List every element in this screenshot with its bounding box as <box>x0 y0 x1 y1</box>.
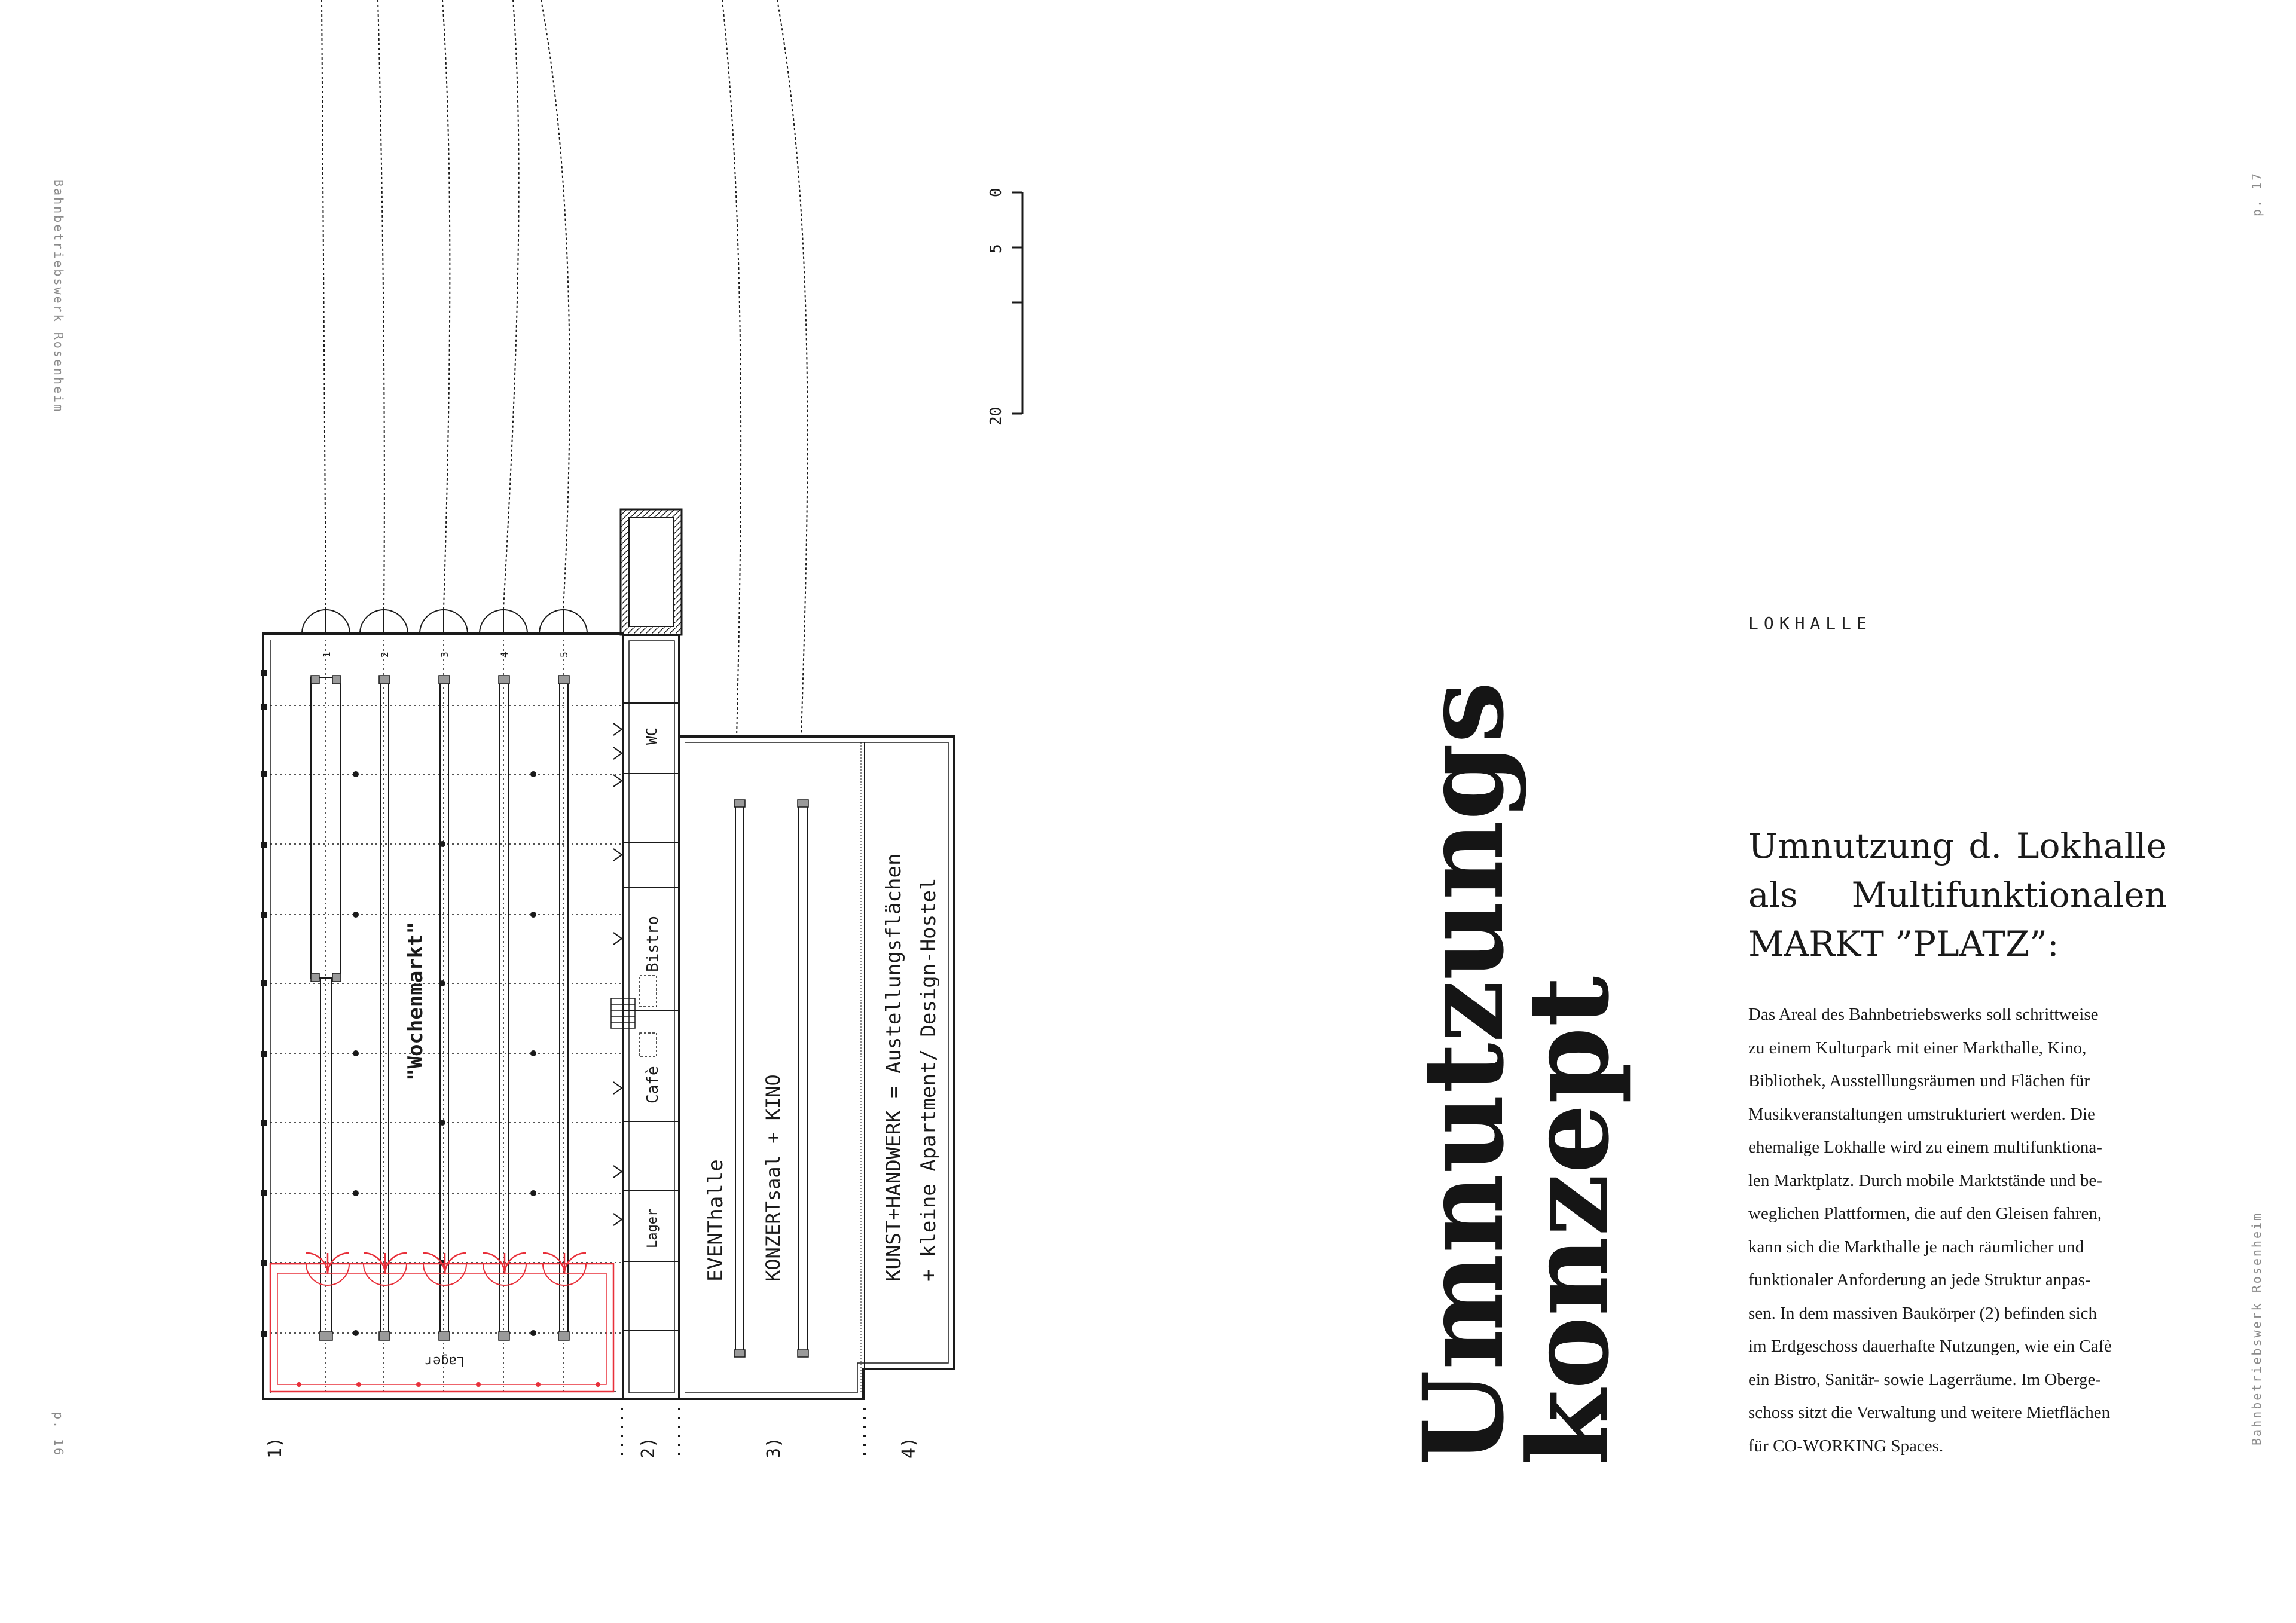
scale-tick-5: 5 <box>987 244 1005 253</box>
text-heading: Umnutzung d. Lokhalle als Multifunktiona… <box>1748 821 2167 968</box>
craft-label-line1: KUNST+HANDWERK = Austellungsflächen <box>882 854 906 1282</box>
event-hall <box>679 735 955 1400</box>
body-line: weglichen Plattformen, die auf den Gleis… <box>1748 1204 2102 1223</box>
body-line: Das Areal des Bahnbetriebswerks soll sch… <box>1748 1005 2099 1024</box>
red-markers <box>297 1382 600 1387</box>
red-storage-area <box>269 1252 615 1393</box>
wall-posts <box>261 670 536 1337</box>
body-line: ein Bistro, Sanitär- sowie Lagerräume. I… <box>1748 1370 2101 1389</box>
track-buffers <box>310 675 570 1341</box>
body-line: funktionaler Anforderung an jede Struktu… <box>1748 1270 2091 1289</box>
track-number-1: 1 <box>321 652 332 658</box>
room-bistro: Bistro <box>644 916 662 972</box>
body-line: len Marktplatz. Durch mobile Marktstände… <box>1748 1170 2102 1190</box>
storage-label-mirrored: Lager <box>425 1353 465 1368</box>
body-line: sen. In dem massiven Baukörper (2) befin… <box>1748 1303 2097 1323</box>
craft-label-line2: + kleine Apartment/ Design-Hostel <box>917 878 941 1282</box>
heading-line-3: MARKT ”PLATZ”: <box>1748 924 2059 964</box>
hall-1 <box>262 632 624 1400</box>
section-label: LOKHALLE <box>1748 613 1872 633</box>
room-wc: WC <box>643 728 660 745</box>
section-1: 1) <box>265 1437 286 1459</box>
scale-tick-0: 0 <box>987 188 1005 197</box>
staircase <box>610 998 636 1029</box>
body-line: Bibliothek, Ausstelllungsräumen und Fläc… <box>1748 1071 2090 1090</box>
track-approach-lines <box>321 0 808 738</box>
scale-tick-20: 20 <box>987 407 1005 426</box>
section-4: 4) <box>899 1437 920 1459</box>
track-number-2: 2 <box>379 652 390 658</box>
track-number-4: 4 <box>499 652 510 658</box>
scale-bar <box>1012 191 1024 415</box>
track-number-3: 3 <box>439 652 450 658</box>
title-line-1: Umnutzungs <box>1399 681 1528 1466</box>
concert-label: KONZERTsaal + KINO <box>762 1074 784 1282</box>
heading-line-2: als Multifunktionalen <box>1748 875 2167 915</box>
red-storage-doors-lower <box>306 1263 587 1286</box>
hall-1-grid <box>270 640 622 1393</box>
body-line: zu einem Kulturpark mit einer Markthalle… <box>1748 1038 2087 1057</box>
body-line: für CO-WORKING Spaces. <box>1748 1436 1944 1456</box>
section-3: 3) <box>764 1437 784 1459</box>
body-line: ehemalige Lokhalle wird zu einem multifu… <box>1748 1138 2102 1157</box>
heading-line-1: Umnutzung d. Lokhalle <box>1748 826 2167 866</box>
body-line: im Erdgeschoss dauerhafte Nutzungen, wie… <box>1748 1337 2112 1356</box>
top-gates <box>301 609 588 634</box>
event-hall-label: EVENThalle <box>704 1159 728 1282</box>
market-label: "Wochenmarkt" <box>404 922 428 1081</box>
body-line: kann sich die Markthalle je nach räumlic… <box>1748 1237 2084 1257</box>
service-doors <box>613 723 623 1226</box>
event-hall-buffers <box>734 799 809 1358</box>
body-paragraph: Das Areal des Bahnbetriebswerks soll sch… <box>1748 998 2152 1463</box>
body-line: Musikveranstaltungen umstrukturiert werd… <box>1748 1104 2095 1124</box>
room-lager: Lager <box>645 1209 660 1248</box>
service-block <box>622 634 680 1400</box>
section-dividers <box>621 1408 866 1462</box>
title-line-2: konzept <box>1504 976 1634 1466</box>
tower <box>619 508 683 636</box>
room-cafe: Cafè <box>644 1066 662 1104</box>
track-number-5: 5 <box>558 652 570 658</box>
section-2: 2) <box>638 1437 659 1459</box>
body-line: schoss sitzt die Verwaltung und weitere … <box>1748 1403 2111 1422</box>
tracks <box>310 677 569 1338</box>
